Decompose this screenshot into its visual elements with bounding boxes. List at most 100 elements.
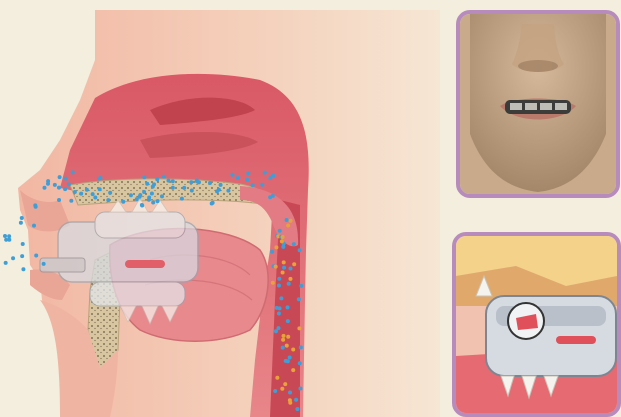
face-closeup-panel bbox=[456, 10, 620, 198]
airflow-dot bbox=[182, 186, 186, 190]
airflow-dot bbox=[291, 368, 295, 372]
airflow-dot bbox=[297, 326, 301, 330]
airflow-dot bbox=[281, 270, 285, 274]
airflow-dot bbox=[226, 189, 230, 193]
airflow-dot bbox=[73, 190, 77, 194]
airflow-dot bbox=[282, 260, 286, 264]
airflow-dot bbox=[150, 192, 154, 196]
airflow-dot bbox=[160, 194, 164, 198]
airflow-dot bbox=[129, 193, 133, 197]
airflow-dot bbox=[195, 179, 199, 183]
airflow-dot bbox=[281, 346, 285, 350]
airflow-dot bbox=[283, 382, 287, 386]
airflow-dot bbox=[180, 197, 184, 201]
airflow-dot bbox=[217, 188, 221, 192]
airflow-dot bbox=[280, 239, 284, 243]
airflow-dot bbox=[292, 242, 296, 246]
airflow-dot bbox=[155, 177, 159, 181]
airflow-dot bbox=[156, 199, 160, 203]
airflow-dot bbox=[20, 216, 24, 220]
airflow-dot bbox=[190, 188, 194, 192]
airflow-dot bbox=[274, 245, 278, 249]
airflow-dot bbox=[20, 254, 24, 258]
airflow-dot bbox=[106, 198, 110, 202]
airflow-dot bbox=[285, 344, 289, 348]
airflow-dot bbox=[288, 277, 292, 281]
airflow-dot bbox=[298, 248, 302, 252]
airflow-dot bbox=[246, 171, 250, 175]
airflow-dot bbox=[32, 224, 36, 228]
airflow-dot bbox=[285, 218, 289, 222]
airflow-dot bbox=[276, 326, 280, 330]
airflow-dot bbox=[93, 196, 97, 200]
airflow-dot bbox=[11, 256, 15, 260]
airflow-dot bbox=[278, 306, 282, 310]
airflow-dot bbox=[288, 356, 292, 360]
airflow-dot bbox=[166, 179, 170, 183]
airflow-dot bbox=[236, 176, 240, 180]
airflow-dot bbox=[278, 229, 282, 233]
airflow-dot bbox=[53, 183, 57, 187]
airflow-dot bbox=[208, 181, 212, 185]
airflow-dot bbox=[142, 175, 146, 179]
device-detail-panel bbox=[452, 232, 621, 417]
airflow-dot bbox=[21, 242, 25, 246]
airflow-dot bbox=[288, 390, 292, 394]
airflow-dot bbox=[145, 182, 149, 186]
airflow-dot bbox=[263, 171, 267, 175]
airflow-dot bbox=[211, 201, 215, 205]
airflow-dot bbox=[271, 281, 275, 285]
airflow-dot bbox=[281, 245, 285, 249]
airflow-dot bbox=[140, 203, 144, 207]
airflow-dot bbox=[291, 348, 295, 352]
airflow-dot bbox=[287, 282, 291, 286]
airflow-dot bbox=[67, 182, 71, 186]
airflow-dot bbox=[295, 407, 299, 411]
airflow-dot bbox=[19, 221, 23, 225]
airflow-dot bbox=[277, 311, 281, 315]
airflow-dot bbox=[64, 177, 68, 181]
airflow-dot bbox=[98, 176, 102, 180]
device-detail-icon bbox=[456, 236, 617, 413]
airflow-dot bbox=[171, 186, 175, 190]
airflow-dot bbox=[230, 173, 234, 177]
airflow-dot bbox=[251, 183, 255, 187]
airflow-dot bbox=[281, 338, 285, 342]
airflow-dot bbox=[34, 253, 38, 257]
airflow-dot bbox=[91, 192, 95, 196]
airflow-dot bbox=[288, 267, 292, 271]
airflow-dot bbox=[299, 284, 303, 288]
airflow-dot bbox=[138, 195, 142, 199]
airflow-dot bbox=[298, 361, 302, 365]
airflow-dot bbox=[147, 195, 151, 199]
airflow-dot bbox=[286, 359, 290, 363]
airflow-dot bbox=[275, 376, 279, 380]
airflow-dot bbox=[288, 398, 292, 402]
airflow-dot bbox=[42, 262, 46, 266]
airflow-dot bbox=[79, 192, 83, 196]
airflow-dot bbox=[298, 387, 302, 391]
airflow-dot bbox=[279, 296, 283, 300]
airflow-dot bbox=[69, 199, 73, 203]
airflow-dot bbox=[260, 183, 264, 187]
airflow-dot bbox=[46, 182, 50, 186]
airflow-dot bbox=[189, 180, 193, 184]
airflow-dot bbox=[151, 200, 155, 204]
airflow-dot bbox=[63, 187, 67, 191]
airflow-dot bbox=[4, 261, 8, 265]
airflow-dot bbox=[219, 183, 223, 187]
airflow-dot bbox=[121, 200, 125, 204]
airflow-dot bbox=[245, 178, 249, 182]
airflow-dot bbox=[294, 398, 298, 402]
airflow-dot bbox=[280, 387, 284, 391]
airflow-dot bbox=[271, 194, 275, 198]
airflow-dot bbox=[282, 334, 286, 338]
airflow-dot bbox=[142, 190, 146, 194]
airflow-dot bbox=[108, 191, 112, 195]
airflow-dot bbox=[270, 250, 274, 254]
airflow-dot bbox=[162, 175, 166, 179]
airflow-dot bbox=[271, 174, 275, 178]
airflow-dot bbox=[299, 345, 303, 349]
airflow-dot bbox=[274, 265, 278, 269]
airflow-dot bbox=[273, 389, 277, 393]
